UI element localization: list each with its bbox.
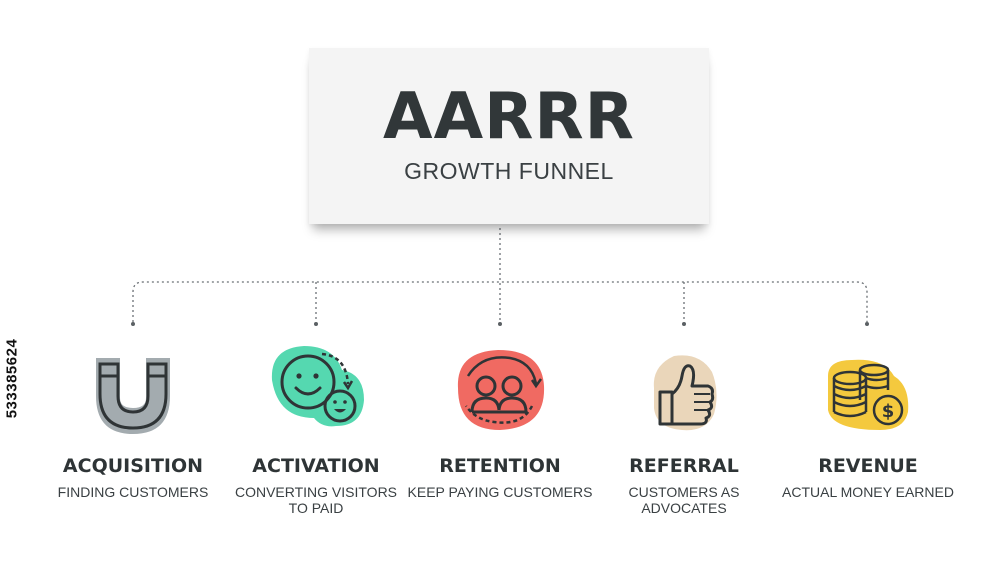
stage-activation-description: CONVERTING VISITORS TO PAID (234, 484, 398, 516)
svg-text:$: $ (882, 401, 895, 422)
stage-revenue-label: REVENUE (818, 455, 918, 477)
stage-revenue-description: ACTUAL MONEY EARNED (782, 484, 954, 500)
coins-dollar-icon: $ (828, 359, 909, 430)
thumbs-up-icon (653, 355, 717, 431)
side-stock-id-text: 533385624 (3, 338, 21, 419)
smiley-faces-icon (271, 346, 364, 427)
stage-activation-label: ACTIVATION (252, 455, 380, 477)
stage-referral-description: CUSTOMERS AS ADVOCATES (628, 484, 740, 516)
stage-acquisition-description: FINDING CUSTOMERS (57, 484, 209, 500)
stage-retention-description: KEEP PAYING CUSTOMERS (407, 484, 593, 500)
funnel-title: AARRR (383, 80, 635, 154)
stage-acquisition-label: ACQUISITION (62, 455, 204, 477)
funnel-subtitle: GROWTH FUNNEL (404, 158, 614, 184)
title-card (309, 48, 709, 224)
side-stock-id: 533385624 (2, 300, 24, 460)
stage-referral-label: REFERRAL (629, 455, 739, 477)
magnet-icon (96, 358, 170, 434)
stage-retention-label: RETENTION (439, 455, 561, 477)
users-cycle-icon (457, 350, 545, 430)
